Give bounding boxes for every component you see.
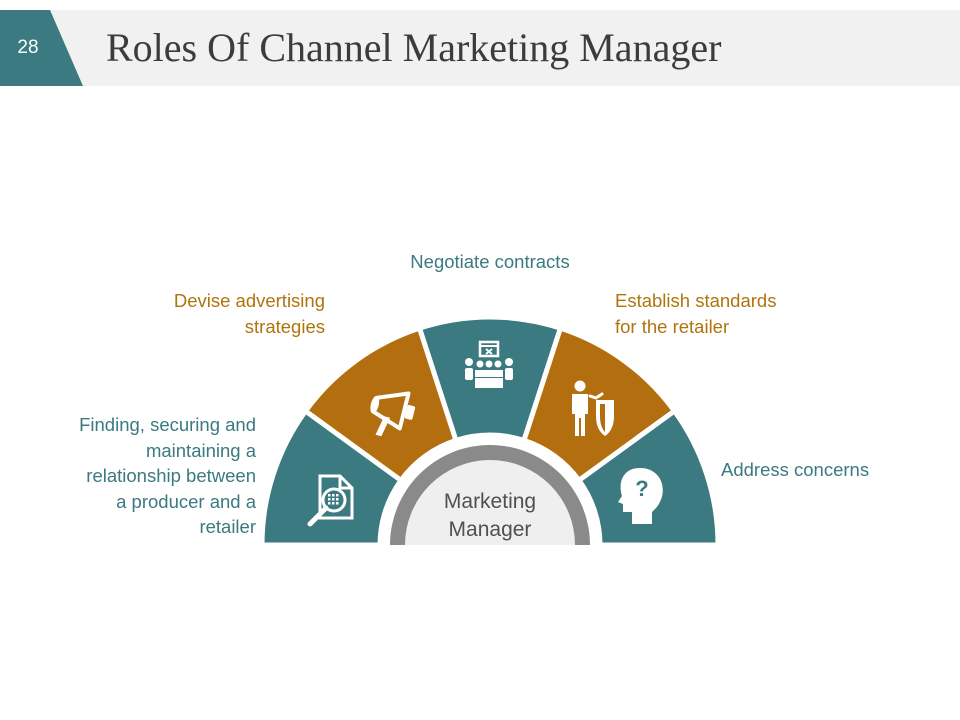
center-label: Marketing Manager [414,488,566,544]
center-disc [405,460,575,545]
center-label-line: Marketing [443,490,537,513]
label-address-concerns: Address concerns [721,457,941,483]
label-devise-advertising: Devise advertising strategies [100,288,325,339]
header-band [0,10,960,86]
page-number-badge [0,10,83,86]
page-number: 28 [17,37,39,58]
megaphone-icon [370,391,416,437]
center-label-line: Manager [448,518,532,541]
label-finding-securing: Finding, securing and maintaining a rela… [20,412,256,540]
slide-title: Roles Of Channel Marketing Manager [106,25,722,70]
label-line: strategies [244,315,325,337]
label-line: relationship between [86,465,256,486]
head-question-icon: ? [618,468,663,524]
label-line: a producer and a [116,490,256,512]
label-line: for the retailer [615,315,730,337]
label-establish-standards: Establish standards for the retailer [615,288,845,339]
label-line: Address concerns [721,459,870,480]
label-line: maintaining a [145,439,256,461]
label-line: Finding, securing and [79,414,256,435]
label-negotiate-contracts: Negotiate contracts [340,249,640,275]
person-shield-icon [572,380,614,436]
meeting-table-icon [465,340,513,388]
document-search-icon [307,474,354,527]
label-line: Negotiate contracts [410,251,570,272]
label-line: Establish standards [615,290,777,311]
svg-text:?: ? [635,476,648,501]
label-line: retailer [199,516,256,537]
label-line: Devise advertising [173,290,325,311]
